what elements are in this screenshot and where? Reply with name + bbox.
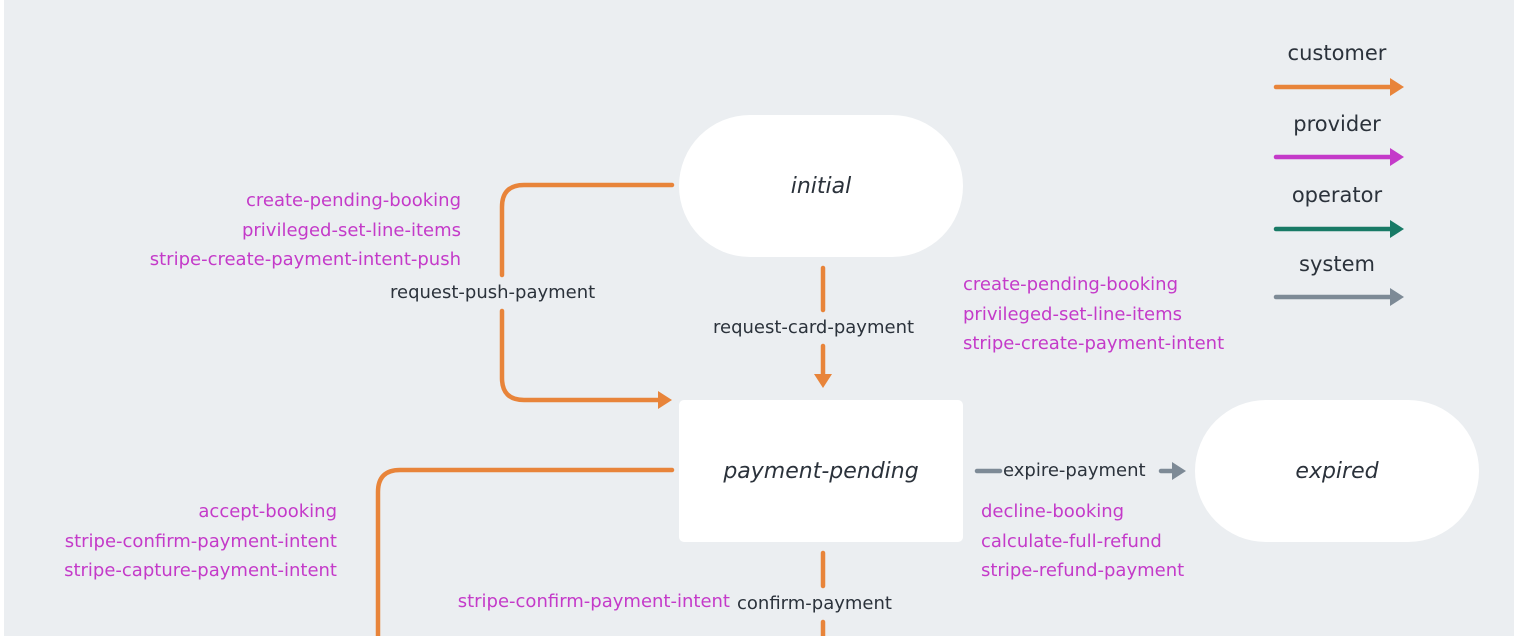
effects-accept-booking: accept-booking stripe-confirm-payment-in… <box>64 497 337 586</box>
arrow-head-expire-payment <box>1172 462 1186 480</box>
effect-item: create-pending-booking <box>963 274 1179 295</box>
state-payment-pending: payment-pending <box>679 400 963 542</box>
effect-item: stripe-confirm-payment-intent <box>457 591 730 612</box>
effects-confirm-payment: stripe-confirm-payment-intent <box>458 587 730 617</box>
effect-item: create-pending-booking <box>245 190 461 211</box>
effect-item: stripe-refund-payment <box>981 560 1185 581</box>
effect-item: accept-booking <box>198 501 337 522</box>
diagram-canvas: initial payment-pending expired request-… <box>4 0 1514 636</box>
state-payment-pending-label: payment-pending <box>723 458 919 484</box>
state-initial-label: initial <box>790 173 852 199</box>
transition-request-card-payment: request-card-payment <box>713 317 915 338</box>
effect-item: privileged-set-line-items <box>241 219 461 241</box>
state-expired: expired <box>1195 400 1479 542</box>
effect-item: privileged-set-line-items <box>963 303 1183 325</box>
effect-item: stripe-create-payment-intent <box>963 333 1225 354</box>
arrow-request-push-payment <box>499 182 675 403</box>
transition-request-push-payment: request-push-payment <box>390 282 596 303</box>
state-expired-label: expired <box>1295 458 1379 484</box>
effect-item: stripe-confirm-payment-intent <box>64 530 337 552</box>
effects-request-card-payment: create-pending-booking privileged-set-li… <box>963 270 1224 359</box>
effects-request-push-payment: create-pending-booking privileged-set-li… <box>150 186 461 275</box>
arrow-head-request-push-payment <box>658 391 672 409</box>
legend-customer: customer <box>1287 41 1387 65</box>
effect-item: decline-booking <box>981 501 1125 522</box>
arrow-accept-booking <box>375 467 675 636</box>
effect-item: calculate-full-refund <box>981 530 1162 552</box>
effect-item: stripe-create-payment-intent-push <box>149 249 461 270</box>
effects-expire-payment: decline-booking calculate-full-refund st… <box>981 497 1184 586</box>
transition-arrows <box>375 78 1404 636</box>
legend-system: system <box>1299 252 1375 276</box>
legend-provider: provider <box>1293 112 1381 136</box>
transition-confirm-payment: confirm-payment <box>737 593 892 614</box>
arrow-head-request-card-payment <box>814 374 832 388</box>
transition-expire-payment: expire-payment <box>1003 460 1146 481</box>
legend-arrows <box>1273 78 1404 306</box>
effect-item: stripe-capture-payment-intent <box>64 560 337 581</box>
state-initial: initial <box>679 115 963 257</box>
legend-operator: operator <box>1291 183 1383 207</box>
